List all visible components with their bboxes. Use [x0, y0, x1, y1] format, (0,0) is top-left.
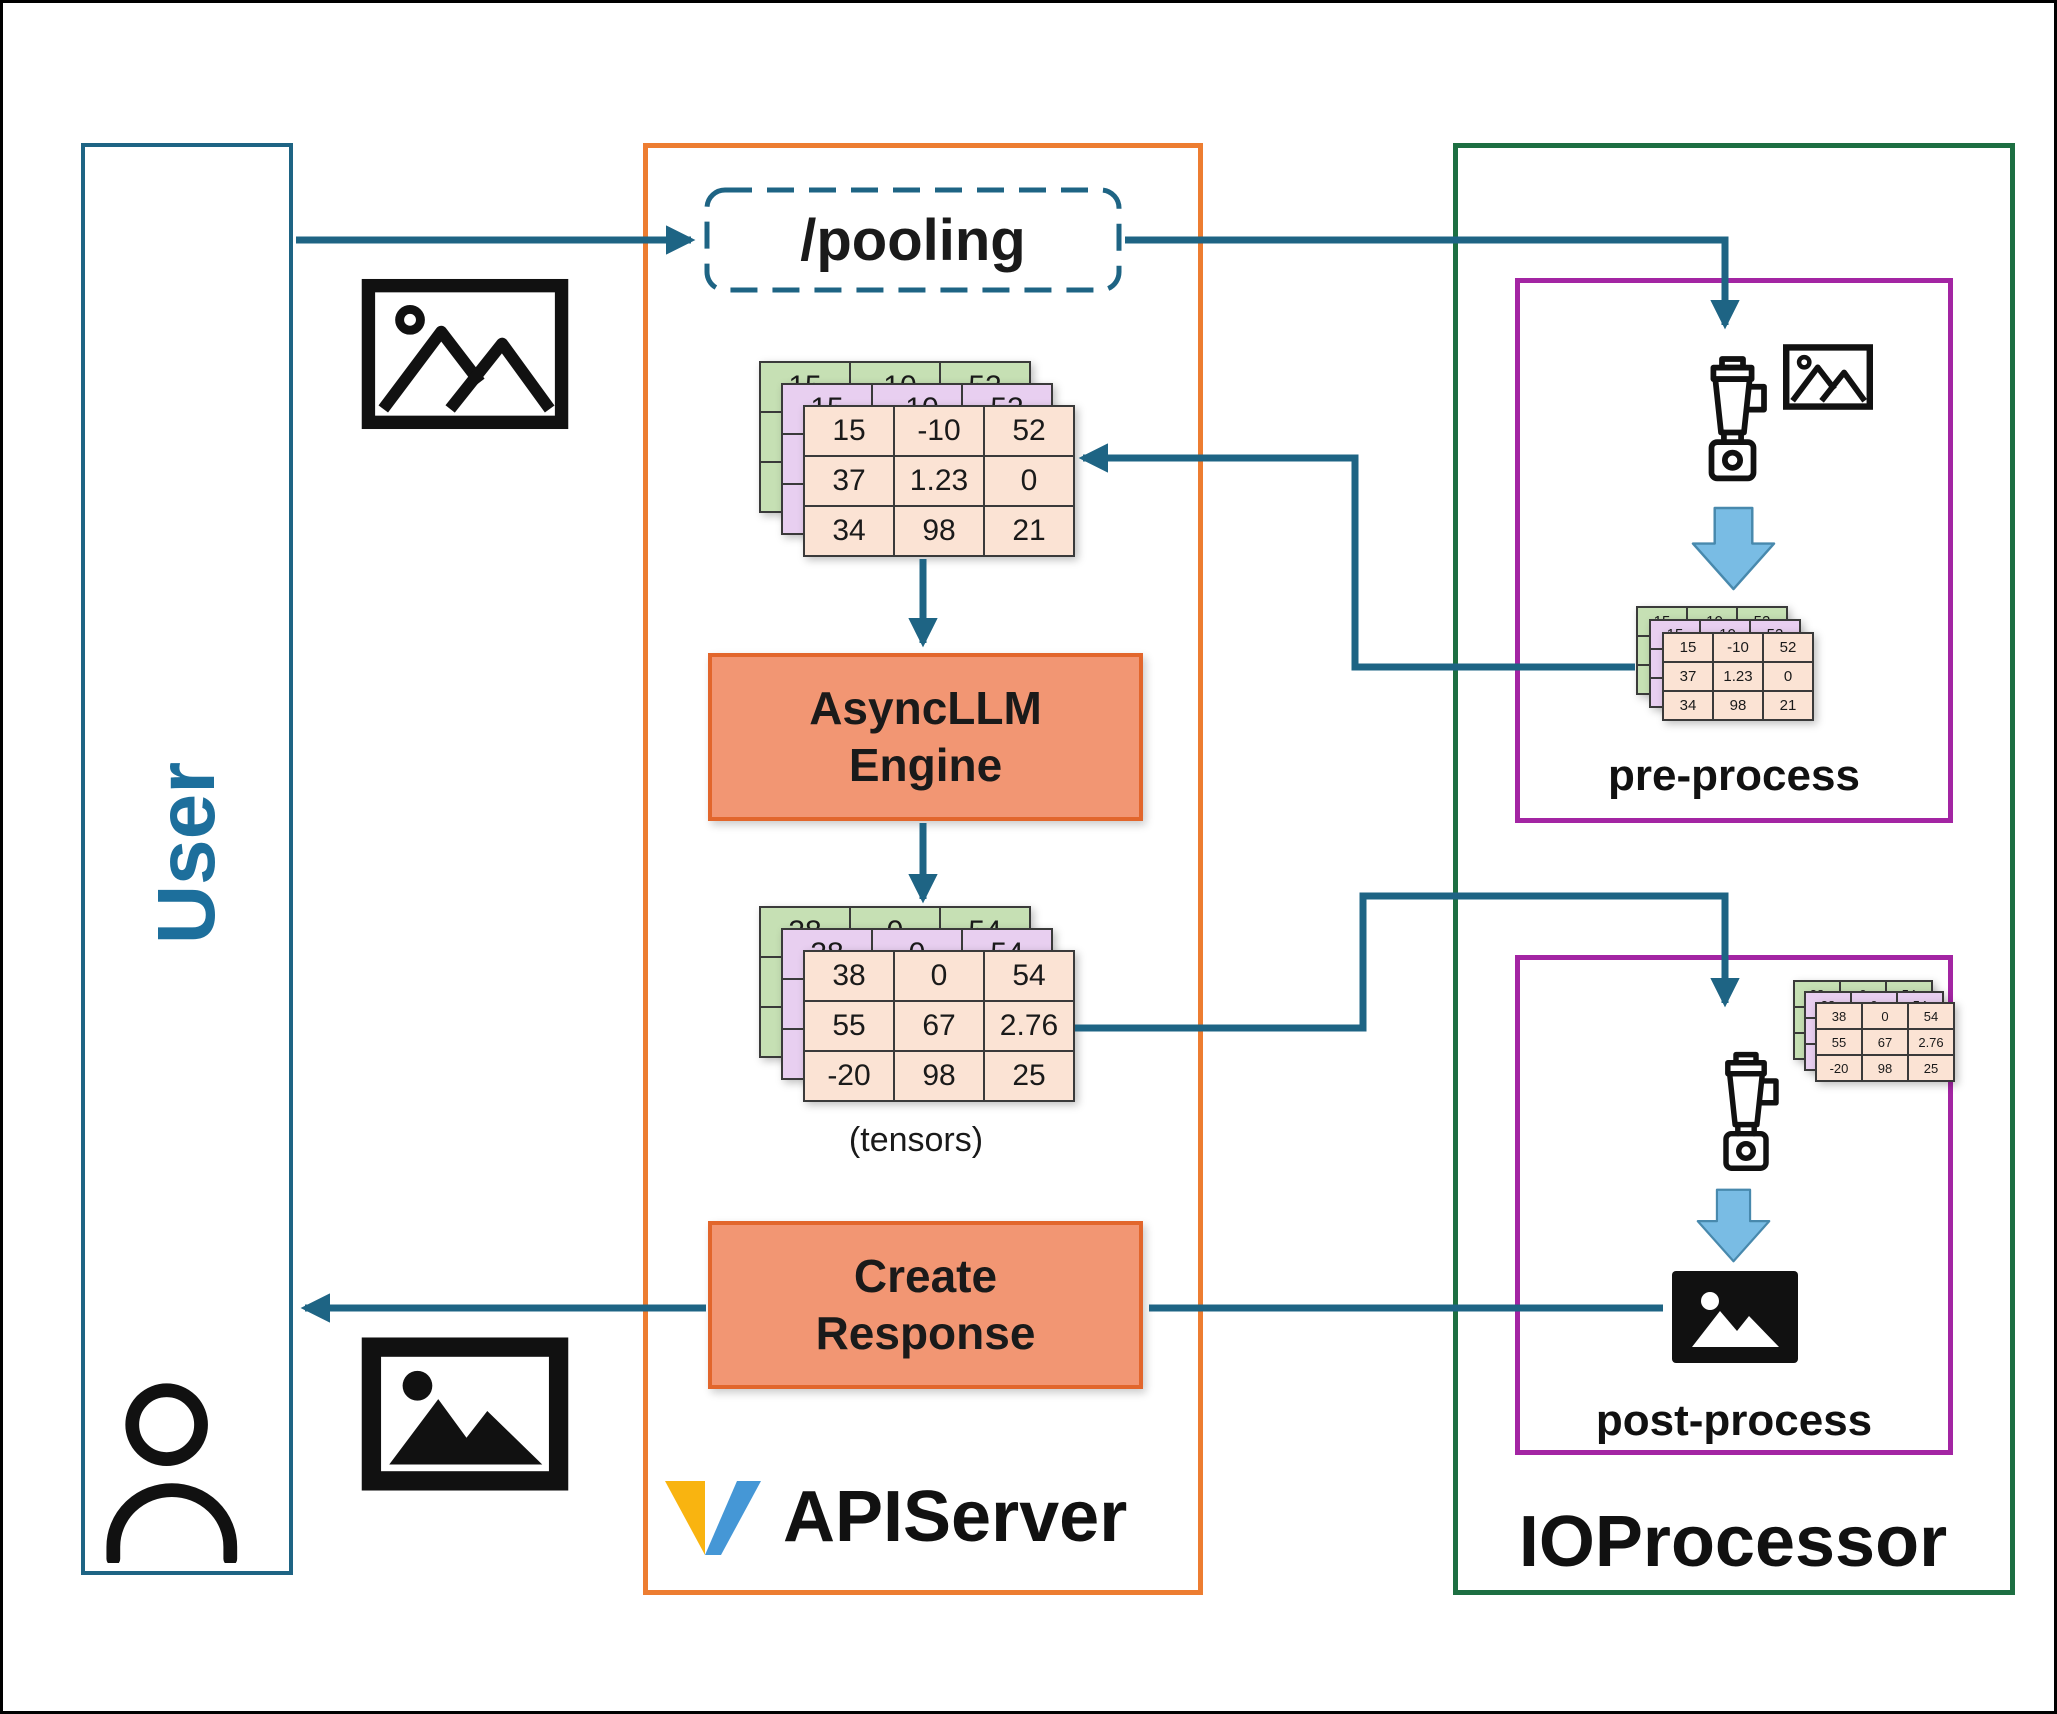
- person-icon: [106, 1383, 238, 1563]
- tensor-cell: 98: [1863, 1056, 1909, 1082]
- tensor-cell: 0: [1863, 1004, 1909, 1030]
- tensor-cell: 0: [895, 952, 985, 1002]
- tensors-caption: (tensors): [848, 1121, 984, 1159]
- tensor-cell: 55: [1817, 1030, 1863, 1056]
- user-panel: [81, 143, 293, 1575]
- tensor-cell: 98: [1714, 692, 1764, 721]
- tensor-cell: 98: [895, 507, 985, 557]
- tensor-cell: 54: [985, 952, 1075, 1002]
- tensor-cell: 37: [1664, 663, 1714, 692]
- tensor-cell: 54: [1909, 1004, 1955, 1030]
- tensor-cell: 52: [985, 407, 1075, 457]
- pooling-dashed-border: [704, 187, 1122, 293]
- tensor-cell: 38: [805, 952, 895, 1002]
- tensor-cell: -20: [1817, 1056, 1863, 1082]
- tensor-cell: 98: [895, 1052, 985, 1102]
- tensor-cell: 15: [1664, 634, 1714, 663]
- ioprocessor-title: IOProcessor: [1518, 1502, 1948, 1582]
- apiserver-title-text: APIServer: [783, 1477, 1128, 1557]
- create-response-line2: Response: [815, 1307, 1036, 1359]
- tensor-cell: -10: [1714, 634, 1764, 663]
- postprocess-label: post-process: [1595, 1396, 1873, 1445]
- pooling-endpoint-label: /pooling: [800, 207, 1026, 273]
- blender-icon: [1708, 356, 1767, 482]
- image-outline-icon: [361, 278, 569, 430]
- create-response-box: Create Response: [708, 1221, 1143, 1389]
- tensor-cell: 25: [985, 1052, 1075, 1102]
- preprocess-label: pre-process: [1608, 751, 1860, 800]
- apiserver-title: APIServer: [663, 1471, 1127, 1563]
- image-filled-solid-icon: [1672, 1271, 1798, 1363]
- user-panel-label: User: [141, 761, 232, 945]
- vllm-logo: [665, 1481, 761, 1555]
- tensor-cell: 1.23: [895, 457, 985, 507]
- asyncllm-engine-box: AsyncLLM Engine: [708, 653, 1143, 821]
- tensor-cell: -10: [895, 407, 985, 457]
- tensor-cell: 55: [805, 1002, 895, 1052]
- tensor-cell: 25: [1909, 1056, 1955, 1082]
- tensor-cell: 34: [1664, 692, 1714, 721]
- create-response-line1: Create: [853, 1249, 998, 1302]
- blender-icon: [1723, 1051, 1779, 1171]
- engine-label-line1: AsyncLLM: [809, 681, 1042, 734]
- engine-label-line2: Engine: [848, 739, 1003, 791]
- pooling-endpoint-box: /pooling: [703, 186, 1123, 294]
- tensor-cell: 52: [1764, 634, 1814, 663]
- tensor-cell: 0: [985, 457, 1075, 507]
- image-outline-icon: [1783, 344, 1873, 410]
- tensor-cell: 21: [985, 507, 1075, 557]
- tensor-cell: 2.76: [985, 1002, 1075, 1052]
- tensor-cell: 37: [805, 457, 895, 507]
- tensor-cell: 38: [1817, 1004, 1863, 1030]
- image-filled-frame-icon: [361, 1337, 569, 1491]
- tensor-cell: 21: [1764, 692, 1814, 721]
- tensor-cell: 34: [805, 507, 895, 557]
- tensor-cell: 0: [1764, 663, 1814, 692]
- fat-arrow-down-icon: [1696, 1188, 1771, 1263]
- tensor-cell: 67: [895, 1002, 985, 1052]
- fat-arrow-down-icon: [1691, 506, 1776, 591]
- tensor-cell: -20: [805, 1052, 895, 1102]
- tensor-cell: 15: [805, 407, 895, 457]
- tensor-cell: 2.76: [1909, 1030, 1955, 1056]
- tensor-cell: 1.23: [1714, 663, 1764, 692]
- tensor-cell: 67: [1863, 1030, 1909, 1056]
